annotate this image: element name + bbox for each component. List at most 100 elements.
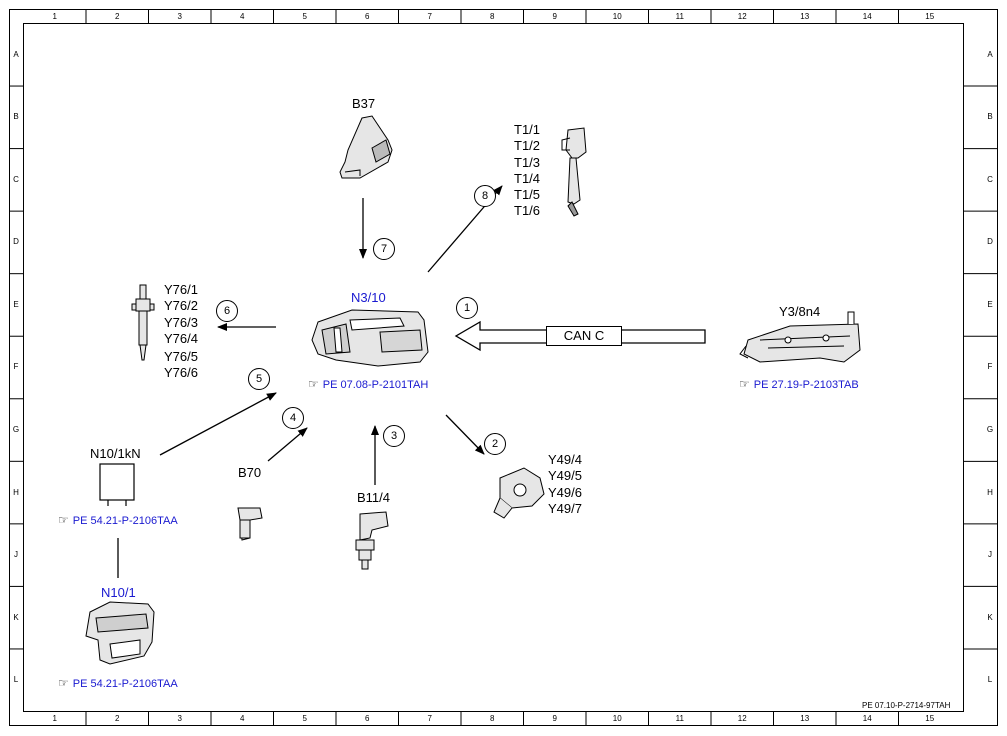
y76-label: Y76/1 (164, 282, 198, 297)
grid-row-letter: J (14, 550, 18, 560)
grid-column-number: 15 (925, 714, 935, 723)
grid-column-number: 14 (862, 714, 872, 723)
t1-ignition-coil-drawing (561, 127, 587, 217)
grid-column-number: 7 (427, 12, 432, 21)
n3-10-reference-text: PE 07.08-P-2101TAH (322, 379, 429, 391)
n10-1kn-reference-link[interactable]: ☞PE 54.21-P-2106TAA (58, 513, 178, 528)
pointing-hand-icon: ☞ (58, 513, 69, 527)
grid-column-number: 6 (365, 12, 370, 21)
n10-1-label: N10/1 (101, 585, 136, 600)
signal-marker-6: 6 (216, 300, 238, 322)
y3-8n4-reference-link[interactable]: ☞PE 27.19-P-2103TAB (739, 377, 859, 392)
grid-column-number: 7 (427, 714, 432, 723)
grid-column-number: 14 (862, 12, 872, 21)
n3-10-label: N3/10 (351, 290, 386, 305)
grid-row-letter: K (987, 612, 993, 622)
grid-column-number: 3 (177, 714, 182, 723)
b70-crank-sensor-drawing (237, 507, 263, 541)
signal-marker-4: 4 (282, 407, 304, 429)
grid-column-number: 12 (737, 12, 747, 21)
can-c-label: CAN C (546, 326, 622, 346)
grid-column-number: 3 (177, 12, 182, 21)
grid-column-number: 1 (52, 714, 57, 723)
grid-row-letter: A (13, 49, 19, 59)
y76-label: Y76/6 (164, 365, 198, 381)
t1-label: T1/4 (514, 170, 541, 186)
grid-column-number: 10 (612, 714, 622, 723)
grid-column-number: 4 (240, 12, 245, 21)
y3-8n4-label: Y3/8n4 (779, 304, 821, 319)
n10-1-reference-link[interactable]: ☞PE 54.21-P-2106TAA (58, 676, 178, 691)
t1-label: T1/1 (514, 122, 541, 137)
grid-row-letter: H (13, 487, 19, 497)
arrow-5 (159, 392, 277, 456)
b37-pedal-sensor-drawing (339, 115, 393, 179)
n10-1kn-reference-text: PE 54.21-P-2106TAA (72, 515, 178, 527)
grid-column-number: 10 (612, 12, 622, 21)
grid-column-number: 5 (302, 714, 307, 723)
grid-row-letter: J (988, 550, 992, 560)
grid-row-letter: H (987, 487, 993, 497)
b70-label: B70 (238, 465, 262, 480)
grid-row-letter: A (987, 49, 993, 59)
pointing-hand-icon: ☞ (58, 676, 69, 690)
grid-row-letter: G (12, 425, 20, 435)
grid-row-letter: F (987, 362, 993, 372)
outer-frame (9, 9, 998, 726)
signal-marker-7: 7 (373, 238, 395, 260)
grid-column-number: 1 (52, 12, 57, 21)
y3-8n4-reference-text: PE 27.19-P-2103TAB (753, 379, 859, 391)
y76-label: Y76/3 (164, 314, 198, 330)
grid-row-letter: C (987, 174, 993, 184)
signal-marker-3: 3 (383, 425, 405, 447)
n10-1kn-relay-drawing (99, 463, 135, 506)
arrow-4 (267, 427, 308, 462)
grid-row-letter: L (987, 675, 993, 685)
arrow-2 (445, 414, 485, 455)
b37-label: B37 (352, 96, 376, 111)
y76-label: Y76/5 (164, 349, 198, 365)
grid-column-number: 5 (302, 12, 307, 21)
pointing-hand-icon: ☞ (739, 377, 750, 391)
signal-marker-5: 5 (248, 368, 270, 390)
signal-marker-1: 1 (456, 297, 478, 319)
y49-label: Y49/6 (548, 484, 582, 500)
grid-row-letter: F (13, 362, 19, 372)
grid-column-number: 13 (800, 714, 810, 723)
grid-row-letter: E (987, 299, 993, 309)
grid-column-number: 13 (800, 12, 810, 21)
n10-1-sam-module-drawing (85, 601, 155, 665)
b11-4-temp-sensor-drawing (355, 511, 389, 570)
grid-column-number: 2 (115, 714, 120, 723)
y49-camshaft-solenoid-drawing (493, 467, 545, 519)
grid-column-number: 9 (552, 12, 557, 21)
grid-row-letter: L (13, 675, 19, 685)
pointing-hand-icon: ☞ (308, 377, 319, 391)
grid-column-number: 11 (675, 714, 684, 723)
n3-10-reference-link[interactable]: ☞PE 07.08-P-2101TAH (308, 377, 428, 392)
grid-column-number: 8 (490, 12, 495, 21)
grid-row-letter: C (13, 174, 19, 184)
y49-label: Y49/5 (548, 468, 582, 484)
grid-row-letter: B (13, 112, 19, 122)
grid-column-number: 2 (115, 12, 120, 21)
grid-column-number: 4 (240, 714, 245, 723)
signal-marker-8: 8 (474, 185, 496, 207)
grid-row-letter: B (987, 112, 993, 122)
y3-8n4-controller-drawing (739, 311, 861, 363)
grid-column-number: 15 (925, 12, 935, 21)
y76-label-stack: Y76/1 Y76/2 Y76/3 Y76/4 Y76/5 Y76/6 (164, 282, 198, 382)
t1-label: T1/3 (514, 154, 541, 170)
grid-row-letter: K (13, 612, 19, 622)
y49-label: Y49/4 (548, 452, 582, 467)
document-id: PE 07.10-P-2714-97TAH (862, 701, 951, 710)
grid-column-number: 9 (552, 714, 557, 723)
grid-ticks (9, 9, 998, 726)
t1-label: T1/6 (514, 203, 541, 219)
n10-1kn-label: N10/1kN (90, 446, 141, 461)
t1-label-stack: T1/1 T1/2 T1/3 T1/4 T1/5 T1/6 (514, 122, 540, 220)
grid-column-number: 8 (490, 714, 495, 723)
grid-row-letter: G (986, 425, 994, 435)
n10-1-reference-text: PE 54.21-P-2106TAA (72, 678, 178, 690)
